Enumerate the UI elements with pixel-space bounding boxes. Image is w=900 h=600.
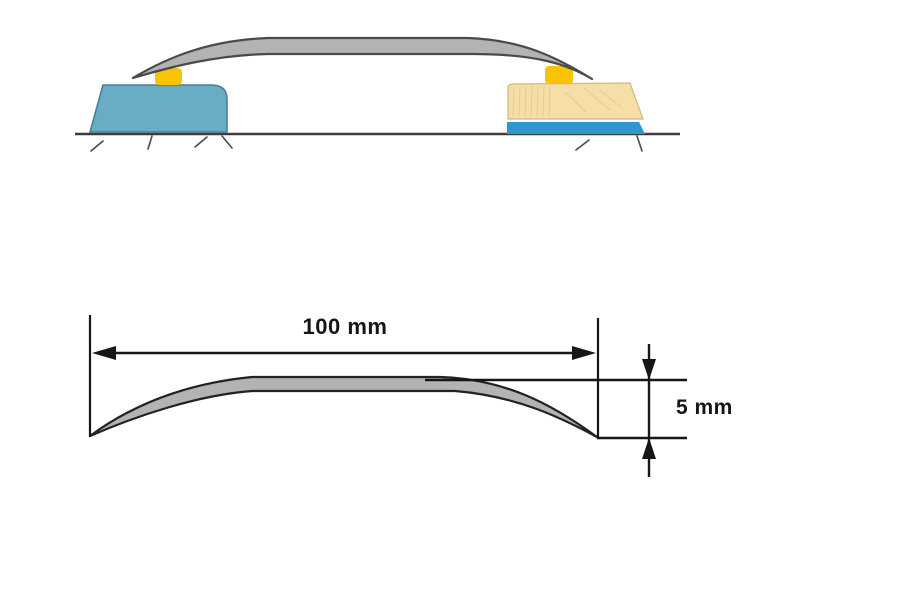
hatch-mark bbox=[221, 135, 233, 149]
cover-strip-profile bbox=[88, 375, 599, 439]
installation-view bbox=[75, 36, 680, 152]
left-floor-covering bbox=[88, 84, 228, 133]
adhesive-pad-right bbox=[545, 66, 573, 84]
hatch-mark bbox=[90, 140, 104, 152]
hatch-mark bbox=[636, 135, 643, 152]
arrowhead-up bbox=[642, 438, 656, 459]
height-dimension-label: 5 mm bbox=[676, 396, 733, 419]
cover-strip-installed bbox=[131, 36, 594, 81]
width-dimension: 100 mm bbox=[88, 314, 600, 437]
wood-grain-texture bbox=[512, 85, 623, 118]
arrowhead-left bbox=[92, 346, 116, 360]
hatch-mark bbox=[575, 139, 590, 151]
width-dimension-label: 100 mm bbox=[303, 314, 388, 339]
arrowhead-right bbox=[572, 346, 596, 360]
height-dimension: 5 mm bbox=[425, 344, 733, 477]
hatch-mark bbox=[147, 135, 153, 150]
dimension-view: 100 mm 5 mm bbox=[88, 314, 733, 477]
arrowhead-down bbox=[642, 359, 656, 380]
right-floor-wood-plank bbox=[507, 82, 644, 120]
ground-hatch-marks bbox=[90, 135, 643, 152]
hatch-mark bbox=[194, 136, 208, 148]
adhesive-pad-left bbox=[155, 68, 182, 85]
right-floor-underlay bbox=[507, 122, 645, 134]
